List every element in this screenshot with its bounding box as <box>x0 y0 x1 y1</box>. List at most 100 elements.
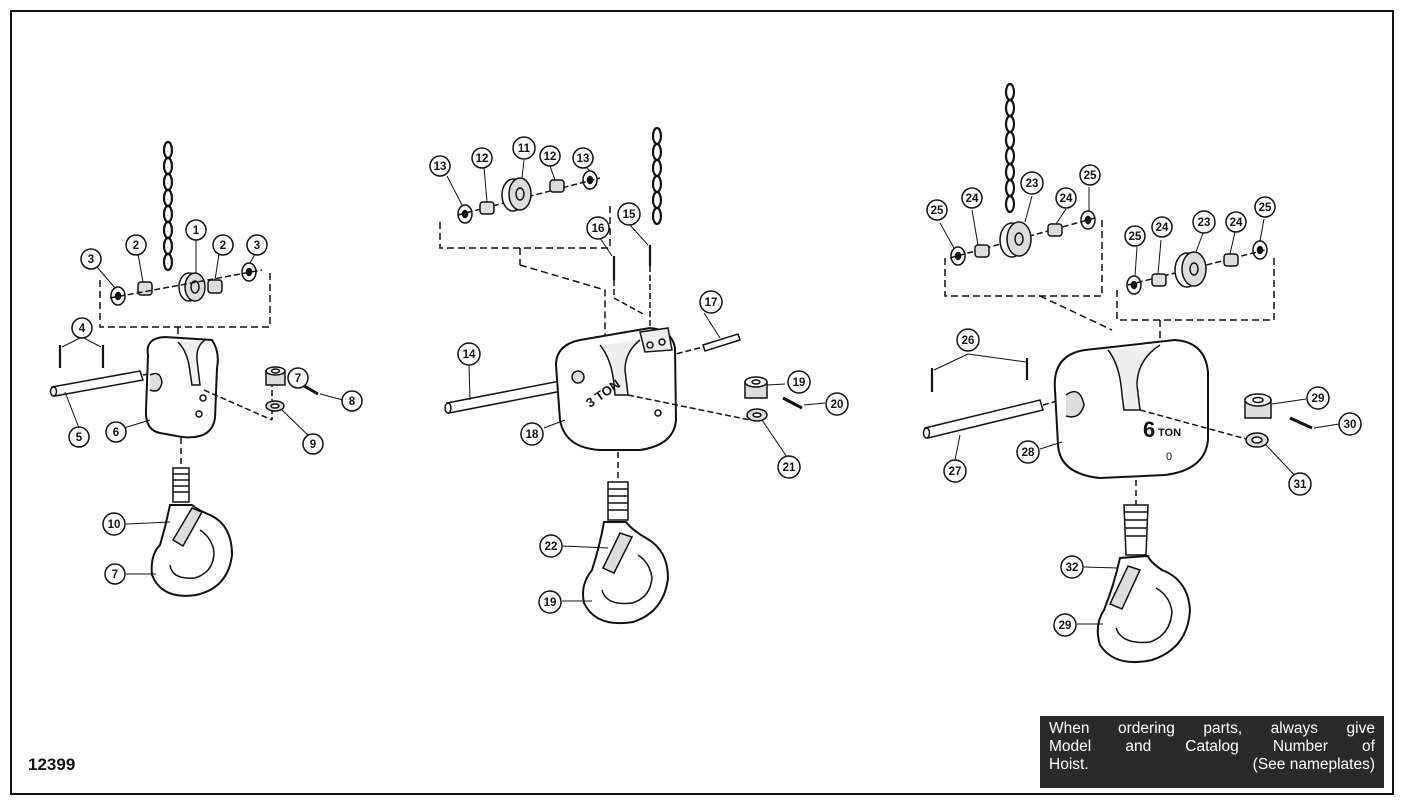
svg-text:13: 13 <box>577 153 590 165</box>
callout-16: 16 <box>586 216 610 240</box>
svg-text:31: 31 <box>1294 479 1307 491</box>
svg-text:8: 8 <box>349 396 356 408</box>
svg-text:27: 27 <box>949 466 962 478</box>
callout-31: 31 <box>1288 472 1312 496</box>
svg-text:6: 6 <box>113 427 119 439</box>
svg-text:14: 14 <box>463 349 476 361</box>
callout-29: 29 <box>1053 613 1077 637</box>
callout-2: 2 <box>212 234 234 256</box>
callout-5: 5 <box>68 426 90 448</box>
svg-text:3: 3 <box>254 240 260 252</box>
svg-text:29: 29 <box>1059 620 1072 632</box>
svg-text:10: 10 <box>108 519 121 531</box>
svg-text:1: 1 <box>193 225 200 237</box>
svg-text:24: 24 <box>1156 222 1169 234</box>
note-line-3-left: Hoist. <box>1049 756 1089 773</box>
block-unit-marking: TON <box>1158 427 1181 439</box>
svg-text:28: 28 <box>1022 447 1035 459</box>
svg-text:25: 25 <box>1129 231 1142 243</box>
note-line-1: When ordering parts, always give <box>1049 720 1375 737</box>
svg-text:5: 5 <box>76 432 83 444</box>
svg-text:23: 23 <box>1198 217 1211 229</box>
callout-6: 6 <box>105 421 127 443</box>
callout-25: 25 <box>1079 164 1101 186</box>
svg-text:15: 15 <box>623 209 636 221</box>
hook-block-left <box>144 335 219 439</box>
callout-23: 23 <box>1020 171 1044 195</box>
hook-block-center: 3 TON <box>554 326 678 451</box>
svg-text:24: 24 <box>1230 217 1243 229</box>
svg-text:19: 19 <box>544 597 557 609</box>
callout-12: 12 <box>539 145 561 167</box>
callout-25: 25 <box>926 199 948 221</box>
svg-text:2: 2 <box>220 240 226 252</box>
svg-text:32: 32 <box>1066 562 1079 574</box>
svg-text:16: 16 <box>592 223 605 235</box>
nut-left <box>265 366 286 386</box>
callout-17: 17 <box>699 290 723 314</box>
svg-text:22: 22 <box>545 541 558 553</box>
svg-text:25: 25 <box>1259 202 1272 214</box>
center-assembly: 3 TON <box>439 126 803 625</box>
callout-23: 23 <box>1192 210 1216 234</box>
left-assembly <box>49 140 319 597</box>
svg-text:11: 11 <box>518 143 531 155</box>
shaft-left <box>49 370 144 397</box>
callout-7: 7 <box>287 367 309 389</box>
svg-text:29: 29 <box>1312 393 1325 405</box>
callout-11: 11 <box>512 136 536 160</box>
callout-32: 32 <box>1060 555 1084 579</box>
callout-12: 12 <box>471 147 493 169</box>
load-chain <box>162 140 174 272</box>
callout-2: 2 <box>125 234 147 256</box>
callout-21: 21 <box>777 455 801 479</box>
callout-4: 4 <box>71 317 93 339</box>
callout-24: 24 <box>1151 216 1173 238</box>
callout-3: 3 <box>246 234 268 256</box>
callout-8: 8 <box>341 390 363 412</box>
callout-1: 1 <box>185 219 207 241</box>
sheave-left <box>178 272 206 302</box>
callout-24: 24 <box>1225 211 1247 233</box>
right-assembly: 6 TON 0 <box>922 82 1313 664</box>
note-line-3: Hoist. (See nameplates) <box>1049 756 1375 774</box>
svg-text:17: 17 <box>705 297 718 309</box>
sheave-right-lower <box>1174 251 1207 288</box>
svg-text:26: 26 <box>962 335 975 347</box>
callout-19: 19 <box>787 370 811 394</box>
sheave-center <box>501 177 532 212</box>
load-chain <box>1004 82 1016 214</box>
callout-7: 7 <box>104 563 126 585</box>
svg-text:19: 19 <box>793 377 806 389</box>
callout-15: 15 <box>617 202 641 226</box>
hook-right <box>1096 504 1192 664</box>
svg-text:24: 24 <box>966 193 979 205</box>
bearing-left-b <box>207 279 223 294</box>
callout-10: 10 <box>102 512 126 536</box>
callout-25: 25 <box>1254 196 1276 218</box>
svg-text:7: 7 <box>295 373 301 385</box>
callout-19: 19 <box>538 590 562 614</box>
hook-block-right: 6 TON 0 <box>1053 338 1209 480</box>
figure-number: 12399 <box>28 755 76 774</box>
pin-left <box>303 384 319 396</box>
svg-text:4: 4 <box>79 323 86 335</box>
svg-text:3: 3 <box>88 254 94 266</box>
svg-text:12: 12 <box>544 151 557 163</box>
svg-text:9: 9 <box>310 439 316 451</box>
leader-lines <box>61 159 1340 625</box>
load-chain <box>651 126 663 226</box>
washer-left-b <box>241 262 257 282</box>
callout-29: 29 <box>1306 386 1330 410</box>
callout-14: 14 <box>457 342 481 366</box>
hook-center <box>582 481 670 625</box>
callout-13: 13 <box>572 147 594 169</box>
sheave-right-upper <box>999 221 1032 258</box>
svg-text:2: 2 <box>133 240 139 252</box>
ordering-note: When ordering parts, always give Model a… <box>1040 716 1384 788</box>
note-line-3-right: (See nameplates) <box>1252 756 1375 773</box>
block-mark: 0 <box>1166 451 1172 463</box>
svg-text:30: 30 <box>1344 419 1357 431</box>
svg-text:18: 18 <box>526 429 539 441</box>
